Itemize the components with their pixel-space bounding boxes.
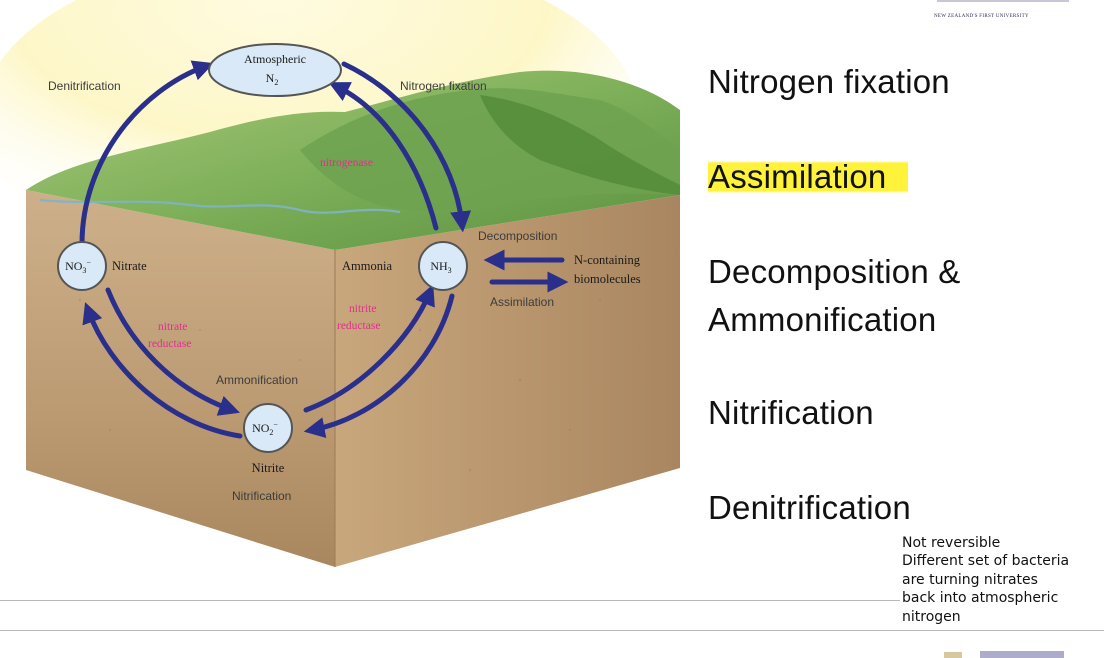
label-biomolecules: biomolecules <box>574 272 641 286</box>
divider-line-top <box>0 600 900 601</box>
arrow-nitrogen-fixation <box>341 61 472 233</box>
label-ammonification: Ammonification <box>216 373 298 387</box>
river <box>39 198 401 214</box>
note-line: back into atmospheric <box>902 590 1059 607</box>
university-tagline: NEW ZEALAND'S FIRST UNIVERSITY <box>934 14 1029 19</box>
label-denitrification: Denitrification <box>48 79 121 93</box>
svg-text:N2: N2 <box>266 71 279 87</box>
enzyme-nitrogenase: nitrogenase <box>320 157 373 169</box>
process-decomposition: Decomposition & <box>708 253 961 290</box>
node-atmospheric-n2: Atmospheric N2 <box>208 43 342 97</box>
process-nitrogen-fixation: Nitrogen fixation <box>708 63 950 100</box>
svg-text:Atmospheric: Atmospheric <box>244 52 306 66</box>
process-assimilation: Assimilation <box>708 158 909 196</box>
arrow-nitrate-reductase <box>105 287 240 416</box>
hill-shadow <box>480 95 680 195</box>
arrow-nitrite-to-nitrate <box>82 302 243 439</box>
nitrite-label: Nitrite <box>252 461 285 475</box>
label-n-containing: N-containing <box>574 253 641 267</box>
note-line: Different set of bacteria <box>902 553 1070 570</box>
label-nitrification: Nitrification <box>232 489 291 503</box>
university-logo-fragment <box>944 651 1064 658</box>
note-line: nitrogen <box>902 608 961 625</box>
label-assimilation: Assimilation <box>490 295 554 309</box>
denitrification-note: Not reversible Different set of bacteria… <box>902 534 1102 626</box>
node-nitrite: NO2− <box>243 403 293 453</box>
svg-text:NH3: NH3 <box>430 259 451 275</box>
soil-side-face <box>335 195 680 567</box>
enzyme-nitrate-reductase-1: nitrate <box>158 321 187 333</box>
enzyme-nitrate-reductase-2: reductase <box>148 338 191 350</box>
arrow-denitrification <box>79 60 214 247</box>
note-line: are turning nitrates <box>902 571 1038 588</box>
arrow-nitrite-reductase <box>303 284 435 413</box>
label-decomposition: Decomposition <box>478 229 557 243</box>
soil-texture <box>78 298 641 472</box>
note-line: Not reversible <box>902 535 1001 551</box>
node-nitrate: NO3− <box>57 241 107 291</box>
cycle-arrows <box>79 60 569 439</box>
process-denitrification: Denitrification <box>708 489 911 526</box>
label-nitrogen-fixation: Nitrogen fixation <box>400 79 487 93</box>
nitrate-label: Nitrate <box>112 259 147 273</box>
ammonia-label: Ammonia <box>342 259 392 273</box>
nitrogen-cycle-diagram: Atmospheric N2 NO3− Nitrate NH3 Ammonia … <box>0 0 680 567</box>
svg-text:NO2−: NO2− <box>252 420 278 437</box>
node-ammonia: NH3 <box>418 241 468 291</box>
divider-line-bottom <box>0 630 1104 631</box>
arrow-fixation-return <box>328 82 439 231</box>
assimilation-highlight: Assimilation <box>708 158 909 195</box>
enzyme-nitrite-reductase-1: nitrite <box>349 303 376 315</box>
hill-ridges <box>300 88 680 211</box>
process-ammonification: Ammonification <box>708 301 937 338</box>
svg-text:NO3−: NO3− <box>65 258 91 275</box>
enzyme-nitrite-reductase-2: reductase <box>337 320 380 332</box>
soil-front-face <box>26 190 335 567</box>
process-nitrification: Nitrification <box>708 394 874 431</box>
university-logo-bar <box>937 0 1069 2</box>
arrow-ammonia-to-nitrite <box>303 293 455 438</box>
